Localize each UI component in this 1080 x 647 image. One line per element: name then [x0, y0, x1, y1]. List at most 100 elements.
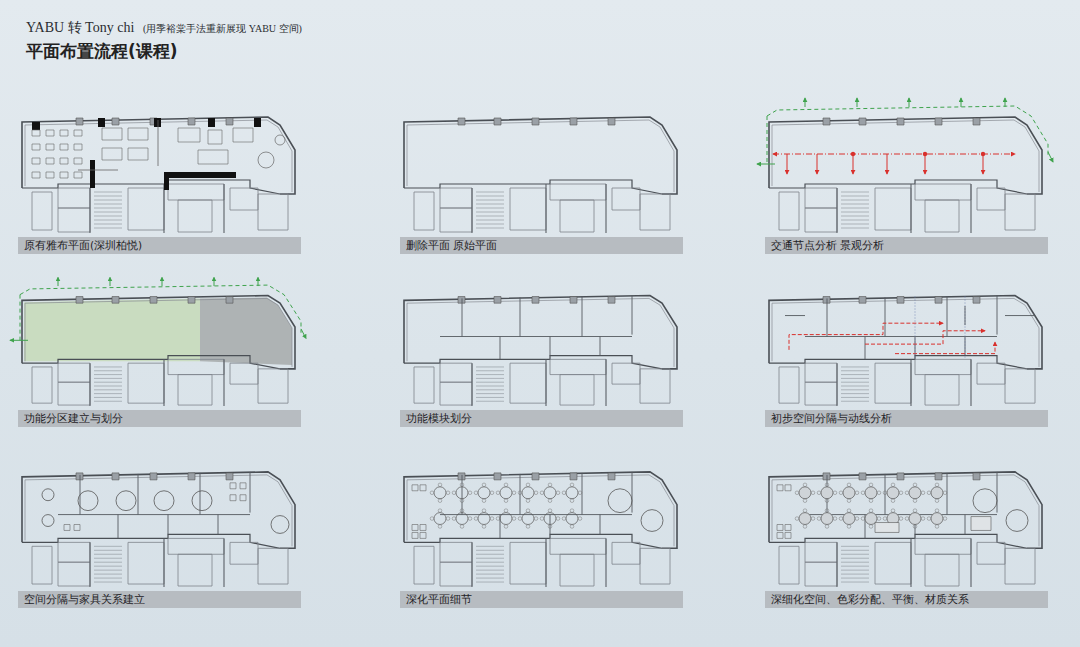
round-table [931, 513, 943, 525]
stair-tread [94, 208, 122, 209]
seat [74, 158, 82, 164]
chair [899, 491, 903, 495]
stair-tread [94, 574, 122, 575]
stair-tread [476, 228, 504, 229]
seat [420, 525, 426, 531]
chair [811, 517, 815, 521]
service-room [128, 188, 164, 230]
stair-tread [841, 196, 869, 197]
column [188, 297, 195, 304]
chair [935, 499, 939, 503]
chair [847, 499, 851, 503]
floor-plan [22, 472, 295, 587]
service-room [805, 542, 837, 562]
stair-tread [94, 366, 122, 367]
core-wall [910, 359, 911, 406]
round-table [258, 152, 274, 168]
round-table [116, 491, 136, 511]
seat [785, 525, 791, 531]
service-room [258, 369, 288, 403]
stair-tread [476, 570, 504, 571]
stair-tread [94, 216, 122, 217]
stair-tread [841, 386, 869, 387]
view-line [767, 116, 768, 164]
chair [578, 517, 582, 521]
service-room [32, 367, 52, 403]
outer-wall [22, 472, 295, 548]
stair-tread [94, 566, 122, 567]
core-wall [769, 180, 1027, 194]
stair-tread [476, 382, 504, 383]
stair-tread [841, 550, 869, 551]
column [76, 118, 83, 125]
chair [825, 509, 829, 513]
outer-wall [769, 472, 1042, 548]
circulation-line [895, 342, 995, 353]
view-arrow [857, 98, 858, 107]
circulation-line [865, 331, 985, 344]
partition [805, 336, 997, 337]
service-room [178, 554, 212, 586]
stair-tread [94, 570, 122, 571]
service-room [915, 359, 971, 374]
service-room [560, 375, 594, 405]
round-table [42, 515, 54, 527]
column [935, 118, 942, 125]
chair [570, 525, 574, 529]
chair [512, 491, 516, 495]
stair-tread [476, 208, 504, 209]
chair [438, 499, 442, 503]
stair-tread [476, 389, 504, 390]
chair [556, 491, 560, 495]
stair-tread [476, 393, 504, 394]
stair-tread [841, 546, 869, 547]
partition [462, 298, 463, 336]
circulation-arrow [925, 154, 926, 174]
core-wall [404, 356, 662, 369]
chair [548, 499, 552, 503]
core-wall [163, 538, 164, 587]
chair [490, 491, 494, 495]
outer-wall [404, 472, 677, 548]
chair [913, 525, 917, 529]
seat [420, 485, 426, 491]
round-table [478, 513, 490, 525]
service-room [977, 542, 1005, 564]
chair [570, 499, 574, 503]
chair [562, 517, 566, 521]
stair-tread [94, 393, 122, 394]
caption-text: 空间分隔与家具关系建立 [24, 593, 145, 606]
chair [534, 517, 538, 521]
chair [562, 491, 566, 495]
chair [869, 483, 873, 487]
stair-tread [476, 574, 504, 575]
column [112, 118, 119, 125]
service-room [230, 363, 258, 384]
caption-bar: 深化平面细节 [400, 591, 683, 608]
partition [582, 297, 583, 337]
round-table [799, 513, 811, 525]
stair-tread [94, 562, 122, 563]
core-wall [836, 188, 837, 233]
seat [74, 525, 80, 531]
chair [460, 509, 464, 513]
service-room [1005, 548, 1035, 584]
chair [861, 491, 865, 495]
chair [825, 499, 829, 503]
core-wall [545, 359, 546, 406]
stair-tread [841, 566, 869, 567]
floor-plan [22, 117, 295, 233]
service-room [612, 363, 640, 384]
round-table [608, 489, 632, 513]
service-room [560, 554, 594, 586]
round-table [522, 487, 534, 499]
service-room [510, 188, 546, 230]
service-room [32, 546, 52, 584]
header-label: YABU 转 Tony chi [26, 19, 134, 37]
core-wall [970, 359, 971, 406]
chair [482, 483, 486, 487]
table [198, 150, 228, 164]
chair [482, 499, 486, 503]
partition [805, 514, 997, 515]
chair [839, 517, 843, 521]
